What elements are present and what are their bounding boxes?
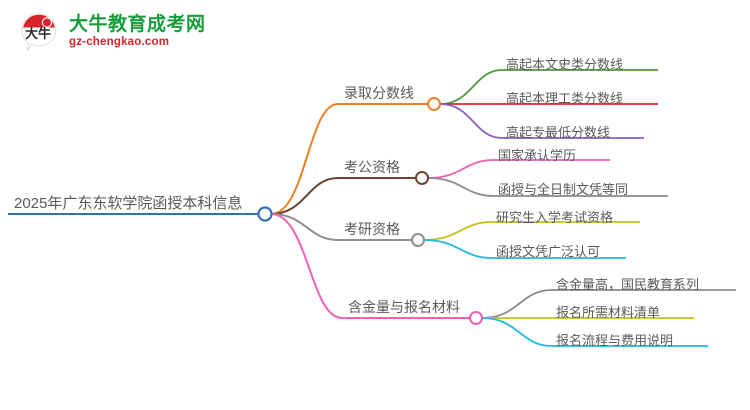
leaf-label-0-1[interactable]: 高起本理工类分数线	[506, 91, 624, 106]
daniu-mark-icon: 大牛	[16, 10, 62, 54]
mindmap-node-dot[interactable]	[415, 171, 429, 185]
svg-text:大牛: 大牛	[25, 26, 51, 41]
logo-title: 大牛教育成考网	[69, 14, 206, 36]
logo-subtitle: gz-chengkao.com	[69, 36, 170, 49]
mindmap-node-dot[interactable]	[427, 97, 441, 111]
leaf-label-3-2[interactable]: 报名流程与费用说明	[556, 333, 674, 348]
leaf-label-0-2[interactable]: 高起专最低分数线	[506, 125, 611, 140]
leaf-label-3-1[interactable]: 报名所需材料清单	[556, 305, 661, 320]
leaf-label-0-0[interactable]: 高起本文史类分数线	[506, 57, 624, 72]
root-node-label[interactable]: 2025年广东东软学院函授本科信息	[14, 195, 243, 212]
leaf-label-3-0[interactable]: 含金量高，国民教育系列	[556, 277, 700, 292]
mindmap-node-dot[interactable]	[257, 206, 273, 222]
leaf-label-2-0[interactable]: 研究生入学考试资格	[496, 210, 614, 225]
branch-label-2[interactable]: 考研资格	[344, 221, 400, 237]
site-logo[interactable]: 大牛 大牛教育成考网 gz-chengkao.com	[16, 10, 206, 54]
mindmap-node-dot[interactable]	[469, 311, 483, 325]
leaf-label-1-1[interactable]: 函授与全日制文凭等同	[498, 182, 629, 197]
leaf-label-1-0[interactable]: 国家承认学历	[498, 148, 577, 163]
mindmap-node-dot[interactable]	[411, 233, 425, 247]
branch-label-1[interactable]: 考公资格	[344, 159, 400, 175]
branch-label-0[interactable]: 录取分数线	[344, 85, 414, 101]
leaf-label-2-1[interactable]: 函授文凭广泛认可	[496, 244, 601, 259]
branch-label-3[interactable]: 含金量与报名材料	[348, 299, 460, 315]
